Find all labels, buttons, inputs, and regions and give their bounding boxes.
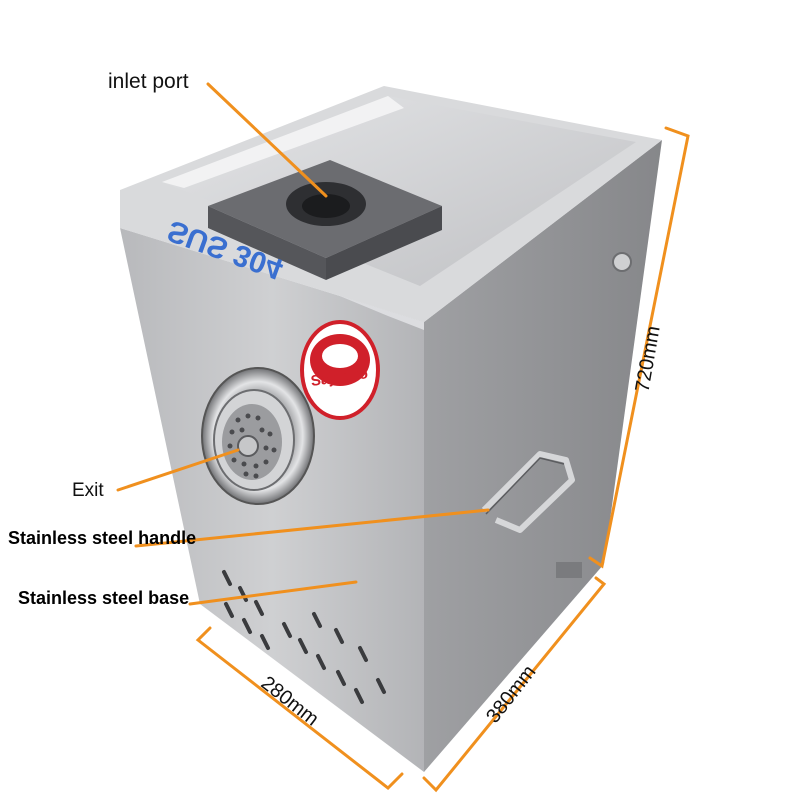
width-dim bbox=[195, 626, 404, 790]
height-dim bbox=[588, 126, 690, 569]
exit-pointer bbox=[116, 448, 240, 492]
exit-plate bbox=[201, 367, 315, 505]
label-inlet-port: inlet port bbox=[108, 70, 189, 93]
hopper-front bbox=[208, 206, 326, 280]
foot bbox=[556, 562, 582, 578]
brand-logo: Sajabko bbox=[300, 320, 380, 420]
label-base: Stainless steel base bbox=[18, 588, 189, 608]
dimension-lines bbox=[195, 126, 690, 793]
label-handle: Stainless steel handle bbox=[8, 528, 196, 548]
depth-dim bbox=[422, 576, 607, 793]
base-pointer bbox=[188, 580, 358, 606]
front-bevel bbox=[120, 205, 424, 330]
side-handle bbox=[481, 451, 575, 533]
label-exit: Exit bbox=[72, 480, 104, 501]
dim-height: 720mm bbox=[631, 324, 664, 394]
annotation-lines bbox=[116, 82, 490, 606]
inlet-pointer bbox=[206, 82, 328, 198]
tray-shadow bbox=[162, 96, 404, 188]
hopper-side bbox=[326, 206, 442, 280]
handle-pointer bbox=[134, 508, 490, 548]
side-bolt bbox=[612, 252, 632, 272]
